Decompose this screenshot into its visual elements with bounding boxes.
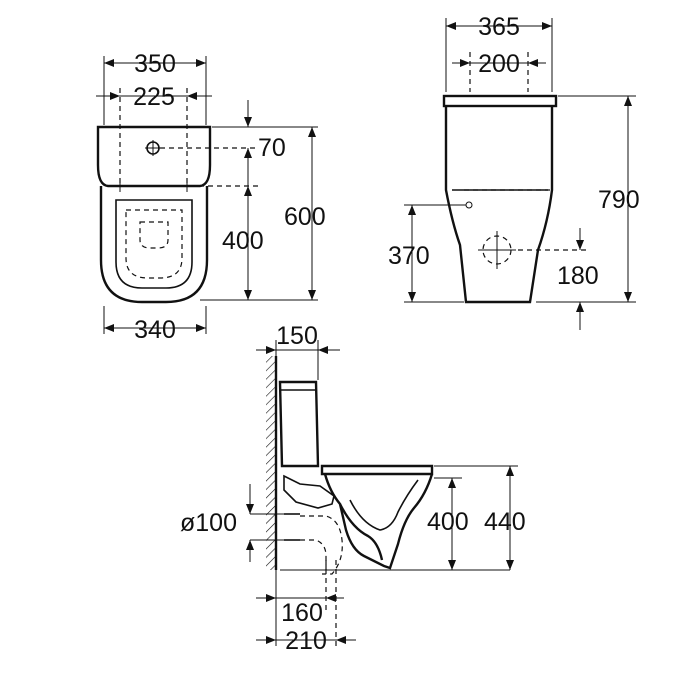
front-view-body <box>444 106 554 304</box>
side-view-trap <box>338 503 384 561</box>
dim-350-label: 350 <box>134 50 176 78</box>
front-view: 365 200 790 370 180 <box>388 13 640 330</box>
dim-225-label: 225 <box>133 83 175 111</box>
inlet-icon <box>465 201 473 209</box>
dim-400-side-label: 400 <box>427 508 469 536</box>
dim-440-label: 440 <box>484 508 526 536</box>
dim-160-label: 160 <box>281 599 323 627</box>
top-view-cistern <box>96 125 212 188</box>
outlet-pipe <box>283 474 335 509</box>
dim-340-label: 340 <box>134 316 176 344</box>
top-view-bowl <box>99 186 209 304</box>
dim-210-label: 210 <box>285 627 327 655</box>
dim-790-label: 790 <box>598 186 640 214</box>
top-view-seat <box>115 199 193 289</box>
wall-hatch <box>266 356 275 570</box>
dim-d100-label: ø100 <box>180 509 237 537</box>
dim-180-label: 180 <box>557 262 599 290</box>
dim-600-label: 600 <box>284 203 326 231</box>
front-view-cistern-lid <box>442 94 558 108</box>
top-view-outlet <box>139 221 169 249</box>
dim-370-label: 370 <box>388 242 430 270</box>
top-view-opening <box>125 209 183 279</box>
dim-200-label: 200 <box>478 50 520 78</box>
dim-70-label: 70 <box>258 134 286 162</box>
side-view: 150 ø100 400 440 160 210 <box>180 322 526 655</box>
dim-365-label: 365 <box>478 13 520 41</box>
side-view-seat <box>320 464 434 476</box>
side-view-cistern <box>278 380 320 468</box>
side-view-bowl <box>323 473 434 570</box>
top-view: 350 225 70 400 600 340 <box>96 50 326 344</box>
dim-150-label: 150 <box>276 322 318 350</box>
dim-400-top-label: 400 <box>222 227 264 255</box>
